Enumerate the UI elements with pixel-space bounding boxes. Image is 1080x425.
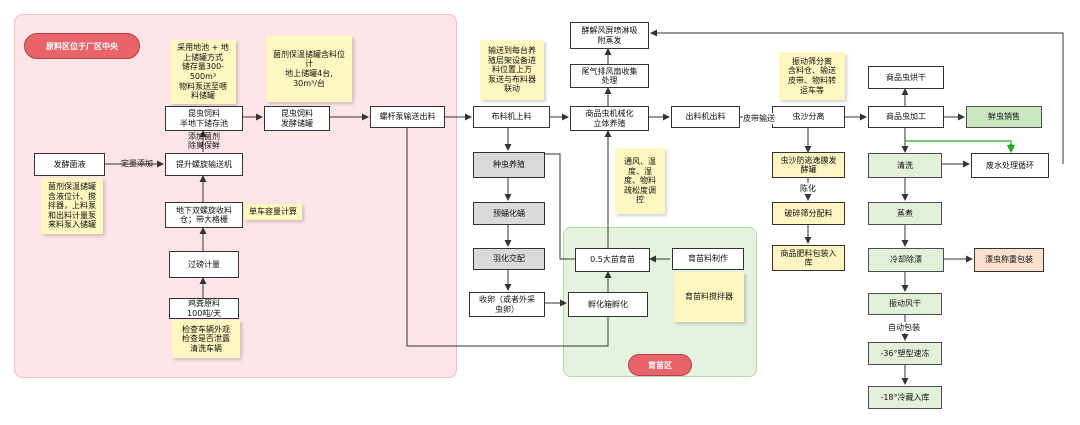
pupation-node: 预蛹化蛹 xyxy=(473,202,545,225)
aging-label: 陈化 xyxy=(800,183,816,194)
float-weigh-pack-node: 漂虫称重包装 xyxy=(974,248,1044,272)
insect-processing-node: 商品虫加工 xyxy=(868,106,944,128)
chicken-manure-node: 鸡粪原料 100吨/天 xyxy=(169,298,239,319)
spiral-conveyor-node: 提升螺旋输送机 xyxy=(165,153,243,176)
seed-breeding-node: 种虫养殖 xyxy=(473,152,545,178)
feed-tank-spec-note: 菌剂保温储罐含料位 计 地上储罐4台, 30m³/台 xyxy=(266,36,352,102)
belt-conveying-label: 皮带输送 xyxy=(743,113,775,124)
distributor-node: 布料机上料 xyxy=(473,106,550,128)
tank-storage-note: 采用地池 + 地 上储罐方式 储存量300- 500m³ 物料泵送至喂 料储罐 xyxy=(170,40,236,104)
mechanized-3d-node: 商品虫机械化 立体养殖 xyxy=(570,106,649,131)
nursery-mixer-note: 育苗料搅拌器 xyxy=(674,272,744,322)
weighing-node: 过磅计量 xyxy=(169,251,239,278)
plant-center-badge: 原料区位于厂区中央 xyxy=(24,33,140,59)
screw-pump-node: 螺杆泵输送出料 xyxy=(370,106,445,128)
auto-pack-label: 自动包装 xyxy=(888,322,920,333)
discharge-machine-node: 出料机出料 xyxy=(671,106,740,128)
underground-bin-node: 地下双螺旋收料 仓；带大格栅 xyxy=(165,202,243,228)
truck-check-note: 检查车辆外观 检查是否泄露 清洗车辆 xyxy=(172,320,240,358)
conveying-note: 输送到每台养 殖层架设备进 料位置上方 泵送与布料器 联动 xyxy=(480,40,544,100)
wastewater-node: 废水处理循环 xyxy=(971,153,1049,178)
anti-escape-tank-node: 虫沙防逃逸膜发 酵罐 xyxy=(772,152,845,178)
insect-feed-pit-node: 昆虫饲料 半地下储存池 xyxy=(165,106,243,131)
vibro-dry-node: 振动风干 xyxy=(868,293,942,315)
eclosion-node: 羽化交配 xyxy=(473,248,545,270)
egg-collect-node: 收卵（或者外采 虫卵） xyxy=(469,292,545,317)
ferment-liquid-node: 发酵菌液 xyxy=(34,153,105,176)
hatch-box-node: 孵化箱孵化 xyxy=(568,292,648,317)
truck-capacity-note: 单车容量计算 xyxy=(244,204,302,220)
insect-sand-separation-node: 虫沙分离 xyxy=(772,106,845,128)
fresh-sales-node: 鲜虫销售 xyxy=(966,106,1042,128)
steaming-node: 蒸煮 xyxy=(868,202,942,225)
microbe-spray-node: 酵解风屏喷淋吸 附蒸发 xyxy=(570,22,649,49)
washing-node: 清洗 xyxy=(868,153,942,178)
dried-insect-node: 商品虫烘干 xyxy=(868,66,944,89)
fertilizer-pack-node: 商品肥料包装入 库 xyxy=(772,245,845,271)
ventilation-note: 通风、温 度、湿 度、物料 疏松度调 控 xyxy=(615,148,665,214)
add-bacteria-label: 添加菌剂 除臭保鲜 xyxy=(188,132,220,151)
feed-tank-node: 昆虫饲料 发酵储罐 xyxy=(264,106,330,131)
vibration-screen-note: 振动筛分离 含料仓、输送 皮带、物料转 运车等 xyxy=(779,52,845,100)
ferment-tank-spec-note: 菌剂保温储罐 含液位计、搅 拌器，上料泵 和出料计量泵 来料泵入储罐 xyxy=(41,178,103,234)
larva-nursery-node: 0.5大苗育苗 xyxy=(575,248,650,272)
crush-mix-node: 破碎筛分配料 xyxy=(772,202,845,225)
quant-add-label: 定量添加 xyxy=(121,159,153,168)
cold-storage-node: -18°冷藏入库 xyxy=(868,386,942,409)
nursery-badge: 育苗区 xyxy=(628,354,692,376)
quick-freeze-node: -36°塑型速冻 xyxy=(868,342,942,365)
nursery-feed-making-node: 育苗料制作 xyxy=(672,248,744,270)
cool-drain-node: 冷却除漂 xyxy=(868,248,944,272)
exhaust-fan-node: 尾气排风扇收集 处理 xyxy=(570,64,649,88)
